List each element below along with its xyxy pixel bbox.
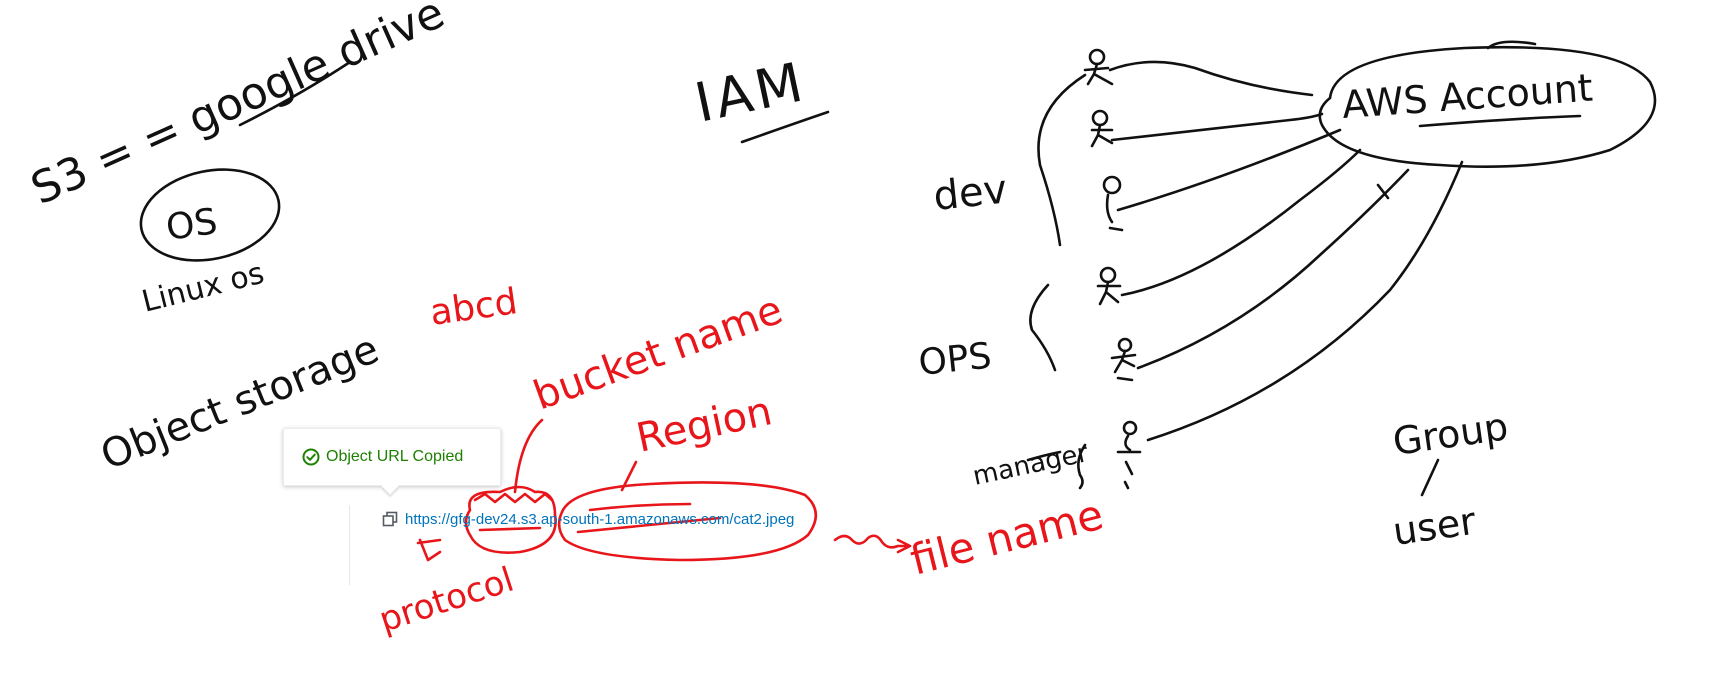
note-region: Region xyxy=(633,388,777,461)
underline-account xyxy=(1418,114,1582,128)
connector-5 xyxy=(1136,168,1410,370)
toast-message: Object URL Copied xyxy=(326,448,464,465)
note-user: user xyxy=(1390,499,1479,554)
connector-tick xyxy=(1376,183,1390,200)
copy-icon[interactable] xyxy=(382,511,398,527)
brace-dev xyxy=(1037,73,1087,247)
note-group: Group xyxy=(1390,404,1511,464)
note-s3-google-drive: S3 = = google drive xyxy=(24,0,452,215)
url-copied-toast: Object URL Copied xyxy=(283,428,501,486)
os-ellipse xyxy=(139,168,281,262)
connector-2 xyxy=(1110,112,1324,142)
note-linux-os: Linux os xyxy=(138,256,267,320)
user-figure-6 xyxy=(1116,420,1142,490)
note-dev: dev xyxy=(931,166,1009,219)
brace-ops xyxy=(1029,283,1057,372)
note-os: OS xyxy=(164,201,220,249)
bucket-squiggle xyxy=(473,492,554,532)
note-abcd: abcd xyxy=(428,281,520,334)
connector-3 xyxy=(1116,128,1342,212)
connector-4 xyxy=(1120,148,1362,297)
object-url-link[interactable]: https://gfg-dev24.s3.ap-south-1.amazonaw… xyxy=(405,510,795,528)
user-figure-3 xyxy=(1102,175,1124,232)
protocol-arrow xyxy=(416,538,442,562)
user-figure-1 xyxy=(1083,48,1114,86)
aws-account-ellipse-tail xyxy=(1486,40,1537,50)
bucket-name-pointer xyxy=(513,418,544,494)
underline-manager xyxy=(1026,450,1062,462)
note-ops: OPS xyxy=(917,336,994,384)
user-figure-5 xyxy=(1110,337,1137,382)
user-figure-2 xyxy=(1090,109,1114,148)
note-protocol: protocol xyxy=(374,560,518,641)
region-ellipse-inner xyxy=(576,502,722,534)
region-pointer xyxy=(620,460,638,492)
connector-1 xyxy=(1108,60,1314,97)
console-panel-edge xyxy=(349,505,350,585)
region-ellipse xyxy=(557,481,818,562)
note-iam: IAM xyxy=(690,50,812,135)
note-manager: manager xyxy=(970,438,1091,492)
note-file-name: file name xyxy=(906,490,1108,585)
underline-iam xyxy=(740,110,830,144)
connector-6 xyxy=(1146,160,1464,442)
object-url-row[interactable]: https://gfg-dev24.s3.ap-south-1.amazonaw… xyxy=(382,507,794,531)
bucket-circle xyxy=(464,485,557,554)
file-name-squiggle-arrow xyxy=(833,534,912,554)
user-figure-4 xyxy=(1096,266,1122,306)
aws-account-ellipse xyxy=(1318,45,1657,168)
brace-manager xyxy=(1077,443,1087,490)
check-circle-icon xyxy=(302,448,320,466)
underline-google-drive xyxy=(238,60,352,127)
slash-group-user xyxy=(1420,458,1440,497)
